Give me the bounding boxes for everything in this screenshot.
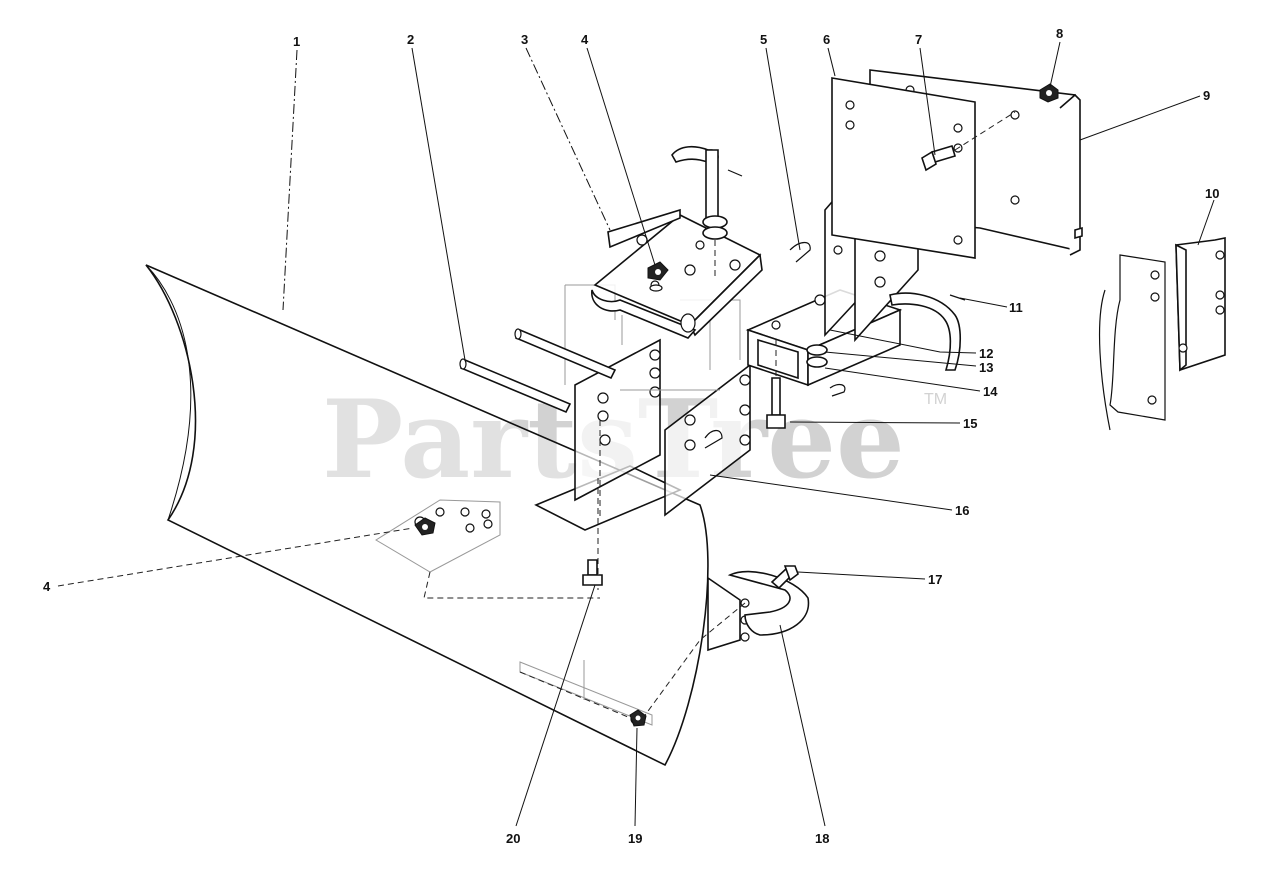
callout-11: 11 xyxy=(1009,300,1023,315)
lower-nut-4 xyxy=(414,517,436,536)
lock-pin-assembly xyxy=(647,145,743,292)
mounting-plates xyxy=(831,69,1083,259)
side-bracket xyxy=(1098,237,1226,431)
swivel-bracket xyxy=(591,208,763,339)
callout-12: 12 xyxy=(979,346,993,361)
fasteners-lower xyxy=(582,559,647,727)
blade xyxy=(145,264,709,767)
callout-2: 2 xyxy=(407,32,414,47)
callout-6: 6 xyxy=(823,32,830,47)
callout-10: 10 xyxy=(1205,186,1219,201)
callout-8: 8 xyxy=(1056,26,1063,41)
pivot-plate-assembly xyxy=(534,284,751,590)
callout-4-lower: 4 xyxy=(43,579,51,594)
callout-14: 14 xyxy=(983,384,998,399)
callout-17: 17 xyxy=(928,572,942,587)
callout-labels: 1 2 3 4 5 6 7 8 9 10 11 12 13 14 15 16 1… xyxy=(43,26,1219,846)
callout-3: 3 xyxy=(521,32,528,47)
callout-15: 15 xyxy=(963,416,977,431)
callout-5: 5 xyxy=(760,32,767,47)
watermark-trademark: TM xyxy=(924,391,947,408)
callout-18: 18 xyxy=(815,831,829,846)
callout-16: 16 xyxy=(955,503,969,518)
callout-1: 1 xyxy=(293,34,300,49)
pivot-pins xyxy=(459,328,617,414)
callout-7: 7 xyxy=(915,32,922,47)
callout-20: 20 xyxy=(506,831,520,846)
skid-shoe xyxy=(639,565,810,723)
callout-19: 19 xyxy=(628,831,642,846)
callout-4: 4 xyxy=(581,32,589,47)
callout-9: 9 xyxy=(1203,88,1210,103)
leader-lines xyxy=(57,41,1215,827)
callout-13: 13 xyxy=(979,360,993,375)
